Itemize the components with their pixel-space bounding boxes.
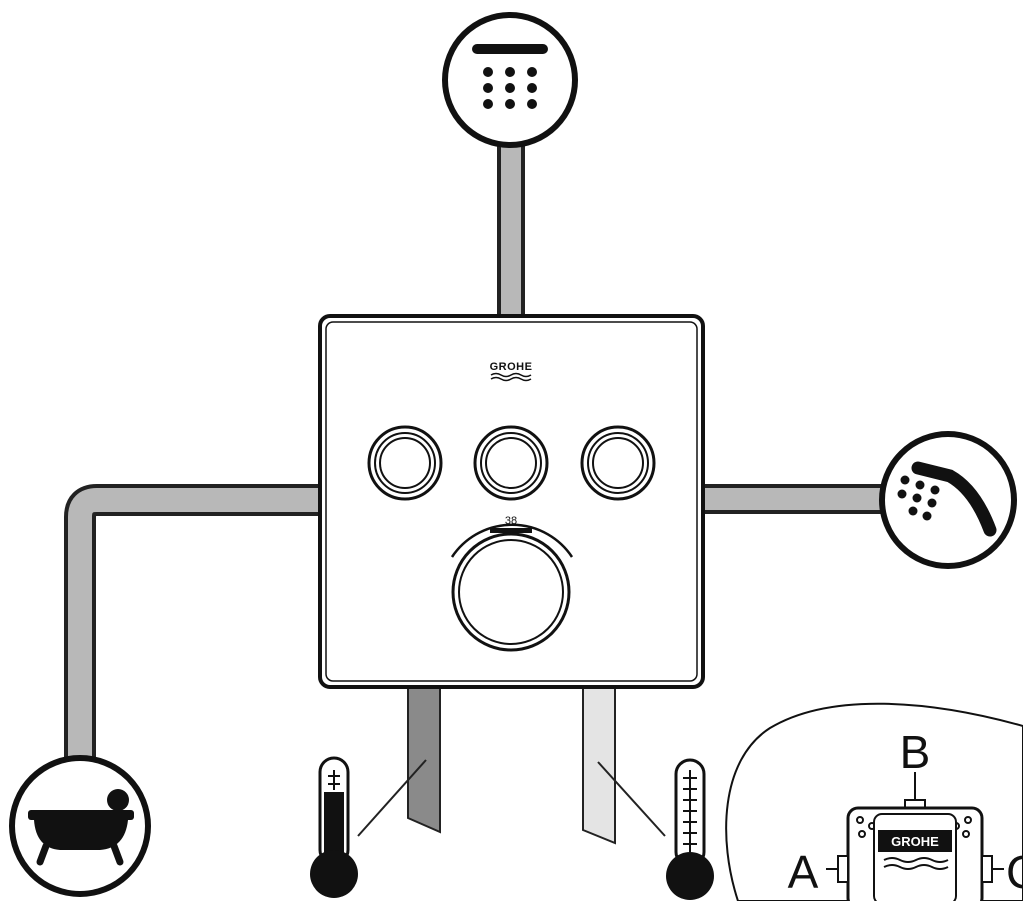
pipe-hot-inlet [407,684,441,834]
temperature-mark: 38 [505,515,517,527]
cold-thermometer-icon [597,758,714,900]
inset-label-b: B [900,726,931,778]
overhead-shower-icon [442,12,578,148]
control-panel: GROHE [318,314,705,689]
panel-button-1[interactable] [367,425,443,501]
pipe-right [700,484,890,514]
pipe-left [64,484,325,780]
inset-brand-logo: GROHE [891,834,939,849]
thermostat-dial[interactable]: 38 [450,515,574,652]
bathtub-icon [9,755,151,897]
panel-button-3[interactable] [580,425,656,501]
connection-inset: B GROHE A C [725,702,1023,901]
inset-label-c: C [1006,846,1023,898]
hand-shower-icon [879,431,1017,569]
panel-button-2[interactable] [473,425,549,501]
panel-brand-wave [490,372,532,378]
hot-thermometer-icon [310,756,427,898]
inset-label-a: A [788,846,819,898]
pipe-top [497,140,525,320]
panel-brand-logo: GROHE [490,361,533,373]
